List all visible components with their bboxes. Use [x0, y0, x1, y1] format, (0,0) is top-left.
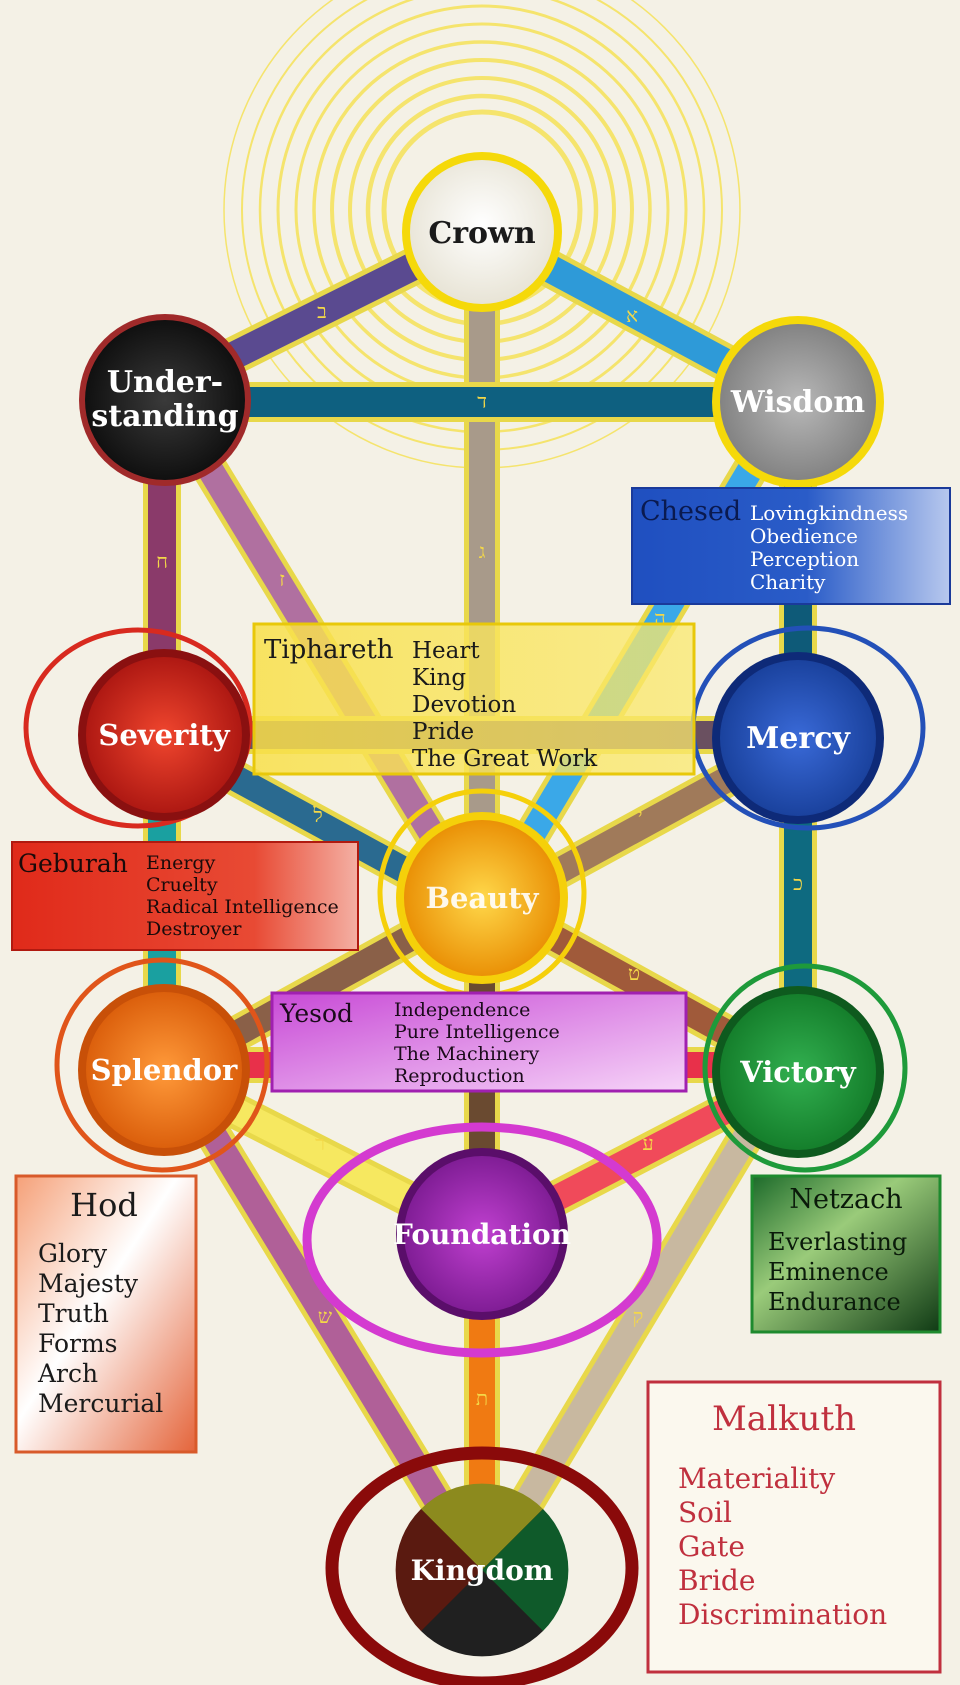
sephirah-severity	[78, 649, 250, 821]
sephiroth	[78, 152, 884, 1657]
label-mercy: Mercy	[746, 721, 851, 756]
tiphareth-item: King	[412, 665, 466, 691]
label-crown: Crown	[428, 216, 536, 251]
malkuth-item: Materiality	[678, 1462, 835, 1495]
letter-ayin: ע	[642, 1131, 653, 1155]
geburah-item: Destroyer	[146, 918, 242, 940]
sephirah-victory	[712, 986, 884, 1158]
sephirah-beauty	[396, 812, 568, 984]
letter-lamed: ל	[312, 803, 322, 827]
malkuth-item: Gate	[678, 1530, 745, 1563]
letter-bet: ב	[317, 299, 327, 323]
label-understanding-1: Under-	[107, 365, 223, 400]
malkuth-title: Malkuth	[712, 1399, 856, 1439]
box-netzach: Netzach Everlasting Eminence Endurance	[750, 1174, 942, 1334]
label-severity: Severity	[98, 718, 230, 752]
geburah-item: Radical Intelligence	[146, 896, 339, 918]
sephirah-splendor	[78, 984, 250, 1156]
severity-ring	[23, 627, 253, 829]
sephirah-foundation	[396, 1148, 568, 1320]
letter-gimel: ג	[479, 539, 486, 563]
chesed-item: Obedience	[750, 524, 858, 548]
label-victory: Victory	[739, 1055, 857, 1089]
letter-resh: ר	[315, 1131, 325, 1155]
malkuth-item: Discrimination	[678, 1598, 887, 1631]
chesed-item: Lovingkindness	[750, 501, 908, 525]
hod-item: Forms	[38, 1329, 118, 1358]
letter-kaf: כ	[793, 871, 803, 895]
chesed-item: Charity	[750, 570, 826, 594]
tiphareth-item: Heart	[412, 638, 480, 664]
box-yesod: Yesod Independence Pure Intelligence The…	[270, 991, 688, 1093]
geburah-title: Geburah	[18, 849, 128, 878]
foundation-ring	[302, 1122, 662, 1358]
letter-qof: ק	[633, 1304, 644, 1328]
letter-aleph: א	[626, 303, 638, 327]
hod-item: Glory	[38, 1239, 108, 1268]
tiphareth-item: Devotion	[412, 692, 516, 718]
victory-ring	[702, 963, 908, 1173]
hod-item: Mercurial	[38, 1389, 163, 1418]
chesed-item: Perception	[750, 547, 859, 571]
splendor-ring	[54, 957, 270, 1173]
hod-item: Truth	[38, 1299, 109, 1328]
malkuth-item: Soil	[678, 1496, 732, 1529]
sephirah-wisdom	[712, 316, 884, 488]
label-kingdom: Kingdom	[411, 1554, 554, 1587]
label-wisdom: Wisdom	[730, 385, 865, 420]
yesod-title: Yesod	[279, 999, 353, 1028]
chesed-title: Chesed	[640, 496, 741, 527]
hod-item: Majesty	[38, 1269, 139, 1298]
sephirah-understanding	[79, 314, 251, 486]
box-hod: Hod Glory Majesty Truth Forms Arch Mercu…	[14, 1174, 198, 1454]
geburah-item: Cruelty	[146, 874, 218, 896]
box-geburah: Geburah Energy Cruelty Radical Intellige…	[11, 841, 359, 951]
outer-rings	[23, 625, 926, 1685]
label-foundation: Foundation	[393, 1218, 571, 1251]
letter-chet: ח	[156, 549, 168, 573]
sephirah-mercy	[712, 652, 884, 824]
sephirah-crown	[402, 152, 562, 312]
label-beauty: Beauty	[425, 881, 539, 915]
letter-tav: ת	[476, 1386, 488, 1410]
netzach-item: Eminence	[768, 1258, 889, 1286]
letter-zayin: ז	[279, 567, 285, 591]
box-chesed: Chesed Lovingkindness Obedience Percepti…	[631, 487, 951, 605]
netzach-item: Endurance	[768, 1288, 901, 1316]
path-letters: ב א ד ג ח ז ה ל י כ ט ר ע ש ק ת	[156, 299, 803, 1410]
yesod-item: Pure Intelligence	[394, 1021, 560, 1043]
yesod-item: Independence	[394, 999, 530, 1021]
hod-item: Arch	[37, 1359, 98, 1388]
netzach-item: Everlasting	[768, 1228, 907, 1256]
kingdom-ring	[325, 1446, 639, 1685]
tiphareth-item: Pride	[412, 719, 474, 745]
sephirah-labels: Crown Under- standing Wisdom Severity Me…	[91, 216, 866, 1587]
box-tiphareth: Tiphareth Heart King Devotion Pride The …	[252, 622, 696, 776]
letter-shin: ש	[318, 1304, 332, 1328]
letter-yod: י	[637, 803, 642, 827]
netzach-title: Netzach	[789, 1184, 902, 1215]
yesod-item: The Machinery	[394, 1043, 539, 1065]
letter-he: ה	[654, 606, 666, 630]
label-understanding-2: standing	[91, 399, 238, 434]
tiphareth-title: Tiphareth	[264, 635, 394, 665]
geburah-item: Energy	[146, 852, 216, 874]
hod-title: Hod	[70, 1186, 138, 1224]
sephirah-kingdom	[395, 1483, 569, 1657]
box-malkuth: Malkuth Materiality Soil Gate Bride Disc…	[646, 1380, 942, 1674]
letter-tet: ט	[628, 961, 640, 985]
yesod-item: Reproduction	[394, 1065, 525, 1087]
tiphareth-item: The Great Work	[412, 746, 598, 772]
label-splendor: Splendor	[91, 1053, 238, 1087]
malkuth-item: Bride	[678, 1564, 755, 1597]
letter-dalet: ד	[477, 389, 487, 413]
